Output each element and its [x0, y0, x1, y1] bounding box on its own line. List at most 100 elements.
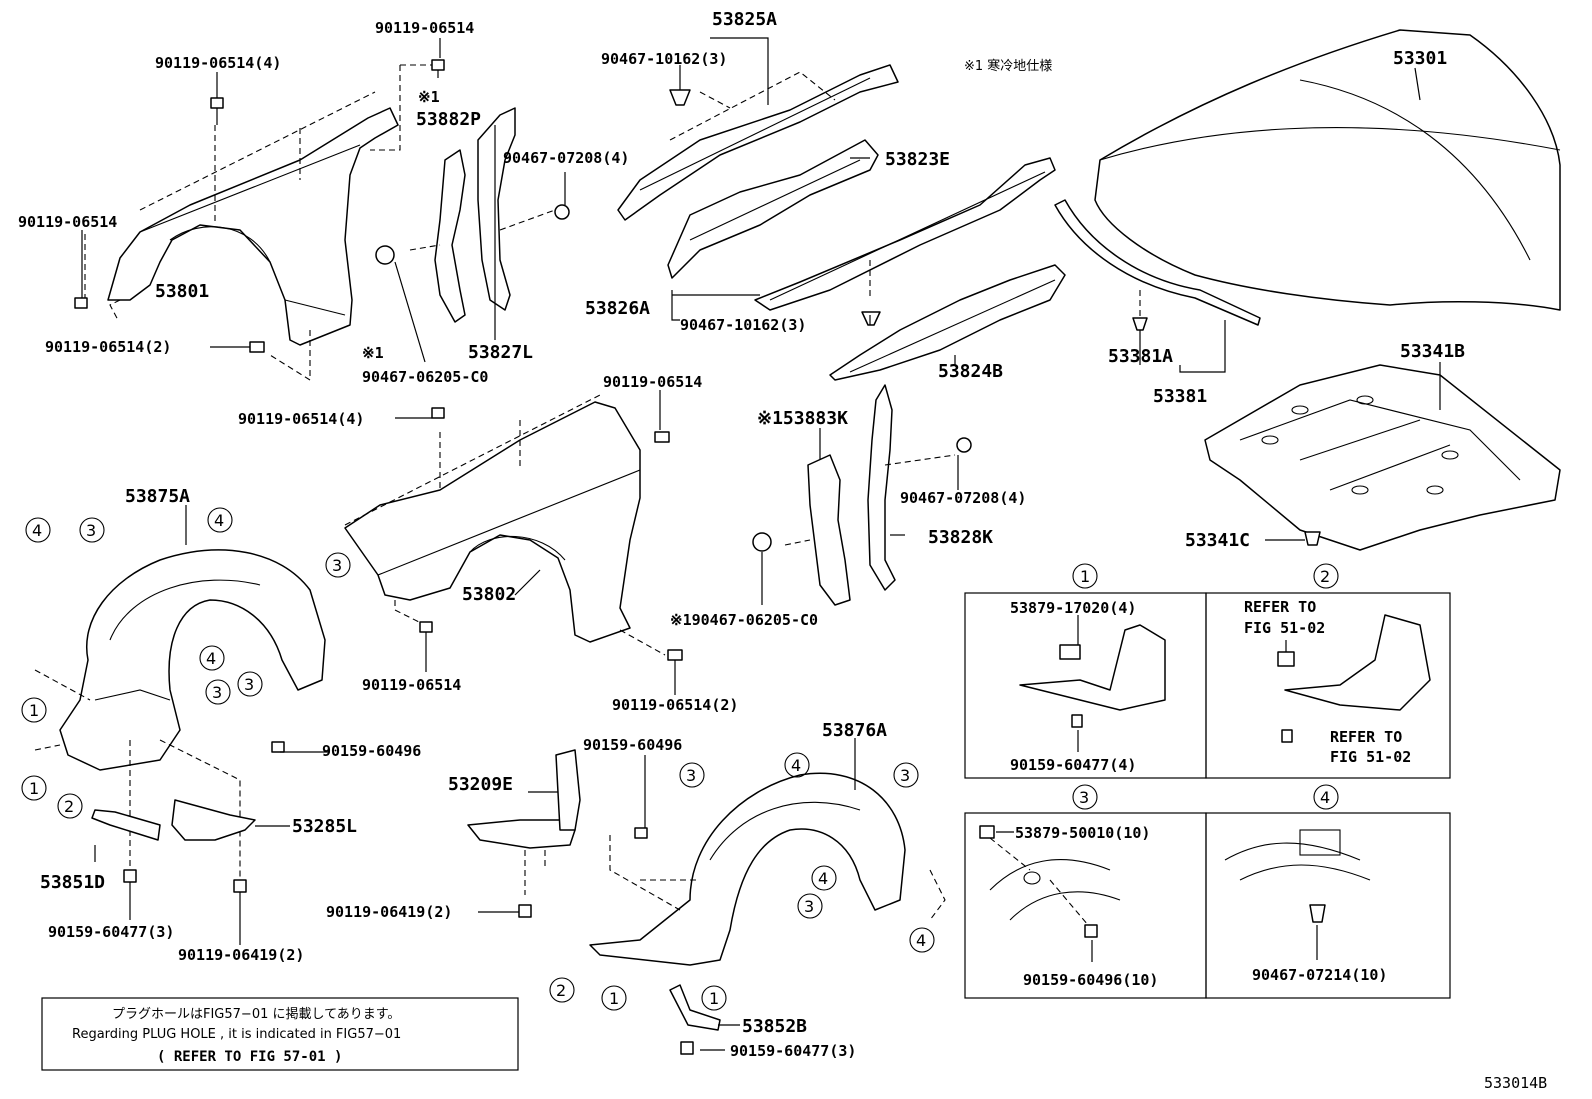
part-label: 53827L	[468, 342, 533, 363]
part-label: 90119-06514(2)	[45, 338, 171, 356]
part-label: 90467-06205-C0	[362, 368, 488, 386]
detail-label: FIG 51-02	[1244, 619, 1325, 637]
strip-53851d-drawing	[91, 809, 161, 841]
part-label: 90119-06514	[362, 676, 461, 694]
svg-text:3: 3	[686, 766, 696, 785]
bracket-53883k-drawing	[784, 384, 956, 606]
svg-text:1: 1	[29, 779, 39, 798]
svg-text:4: 4	[791, 756, 801, 775]
fastener-icons	[74, 59, 1321, 1055]
part-label: 53826A	[585, 298, 650, 319]
footnote: ※1 寒冷地仕様	[964, 58, 1052, 74]
clip-icon	[956, 437, 972, 453]
svg-text:3: 3	[332, 556, 342, 575]
bolt-icon	[634, 827, 648, 839]
seal-53825a-drawing	[617, 64, 899, 221]
part-label: 53209E	[448, 774, 513, 795]
bolt-icon	[667, 649, 683, 661]
bolt-icon	[419, 621, 433, 633]
svg-text:3: 3	[212, 683, 222, 702]
insulator-53341b-drawing	[1204, 364, 1561, 551]
seal-53823e-drawing	[667, 139, 879, 279]
detail-label: 53879-17020(4)	[1010, 599, 1136, 617]
part-label: ※1	[418, 88, 440, 106]
part-label: 53852B	[742, 1016, 807, 1037]
part-label: 53851D	[40, 872, 105, 893]
bolt-icon	[210, 97, 224, 125]
callout-markers: 4 3 4 3 4 3 3 1 1 2 3 4 3 4 3 4 2 1 1	[21, 507, 935, 1011]
bolt-icon	[518, 904, 532, 918]
part-label: 53802	[462, 584, 516, 605]
bolt-icon	[271, 741, 285, 753]
clip-icon	[1304, 531, 1321, 546]
part-label: 90119-06514(2)	[612, 696, 738, 714]
note-line-ja: プラグホールはFIG57−01 に掲載してあります。	[112, 1006, 400, 1022]
detail-label: 90159-60496(10)	[1023, 971, 1158, 989]
svg-text:4: 4	[916, 931, 926, 950]
bolt-icon	[249, 341, 265, 353]
part-label: 90119-06514	[603, 373, 702, 391]
part-label: 90159-60477(3)	[48, 923, 174, 941]
part-label: ※1	[362, 344, 384, 362]
svg-text:1: 1	[1080, 567, 1090, 586]
part-label: 53825A	[712, 9, 777, 30]
clip-icon	[554, 204, 570, 220]
part-label: 53285L	[292, 816, 357, 837]
svg-text:1: 1	[709, 989, 719, 1008]
clip-icon	[861, 311, 881, 326]
part-label: 90467-10162(3)	[601, 50, 727, 68]
svg-text:4: 4	[214, 511, 224, 530]
part-label: ※153883K	[757, 408, 848, 429]
part-label: 90159-60496	[322, 742, 421, 760]
clip-icon	[1132, 317, 1148, 331]
bolt-icon	[123, 869, 137, 883]
part-label: 90119-06514	[18, 213, 117, 231]
detail-label: FIG 51-02	[1330, 748, 1411, 766]
part-label: 53882P	[416, 109, 481, 130]
part-label: 53801	[155, 281, 209, 302]
plug-hole-note: プラグホールはFIG57−01 に掲載してあります。 Regarding PLU…	[41, 997, 519, 1071]
liner-53875a-drawing	[34, 549, 326, 880]
note-line-en: Regarding PLUG HOLE , it is indicated in…	[72, 1027, 401, 1042]
hood-53301-drawing	[1094, 29, 1561, 311]
fender-53802-drawing	[344, 394, 666, 656]
detail-boxes: 1 2 3 4 53879-17020(4) 90159-60477(4) RE…	[964, 563, 1451, 999]
clip-icon	[375, 245, 395, 265]
part-label: 90467-07208(4)	[503, 149, 629, 167]
part-label: 53341C	[1185, 530, 1250, 551]
svg-text:3: 3	[900, 766, 910, 785]
part-label: 90467-07208(4)	[900, 489, 1026, 507]
bolt-icon	[431, 407, 445, 419]
part-label: ※190467-06205-C0	[670, 611, 818, 629]
svg-text:4: 4	[32, 521, 42, 540]
svg-text:3: 3	[804, 897, 814, 916]
fender-53801-drawing	[84, 64, 440, 381]
svg-text:4: 4	[818, 869, 828, 888]
bolt-icon	[654, 431, 670, 443]
part-label: 90119-06514(4)	[238, 410, 364, 428]
part-label: 53823E	[885, 149, 950, 170]
part-label: 90159-60496	[583, 736, 682, 754]
bracket-53285l-drawing	[171, 799, 256, 841]
liner-53876a-drawing	[589, 772, 946, 966]
part-label: 53876A	[822, 720, 887, 741]
part-label: 53828K	[928, 527, 993, 548]
svg-text:2: 2	[1320, 567, 1330, 586]
note-refer: ( REFER TO FIG 57-01 )	[157, 1049, 342, 1065]
bracket-53852b-drawing	[669, 984, 721, 1031]
seal-53826a-drawing	[754, 157, 1056, 311]
part-label: 53341B	[1400, 341, 1465, 362]
svg-text:1: 1	[29, 701, 39, 720]
part-label: 53381	[1153, 386, 1207, 407]
part-label: 90119-06419(2)	[326, 903, 452, 921]
part-label: 53824B	[938, 361, 1003, 382]
bolt-icon	[680, 1041, 694, 1055]
bolt-icon	[431, 59, 445, 78]
svg-text:3: 3	[1079, 788, 1089, 807]
part-label: 90119-06419(2)	[178, 946, 304, 964]
svg-text:3: 3	[244, 675, 254, 694]
detail-label: 53879-50010(10)	[1015, 824, 1150, 842]
leader-lines	[81, 37, 1441, 1051]
part-label: 90159-60477(3)	[730, 1042, 856, 1060]
part-label: 90119-06514	[375, 19, 474, 37]
